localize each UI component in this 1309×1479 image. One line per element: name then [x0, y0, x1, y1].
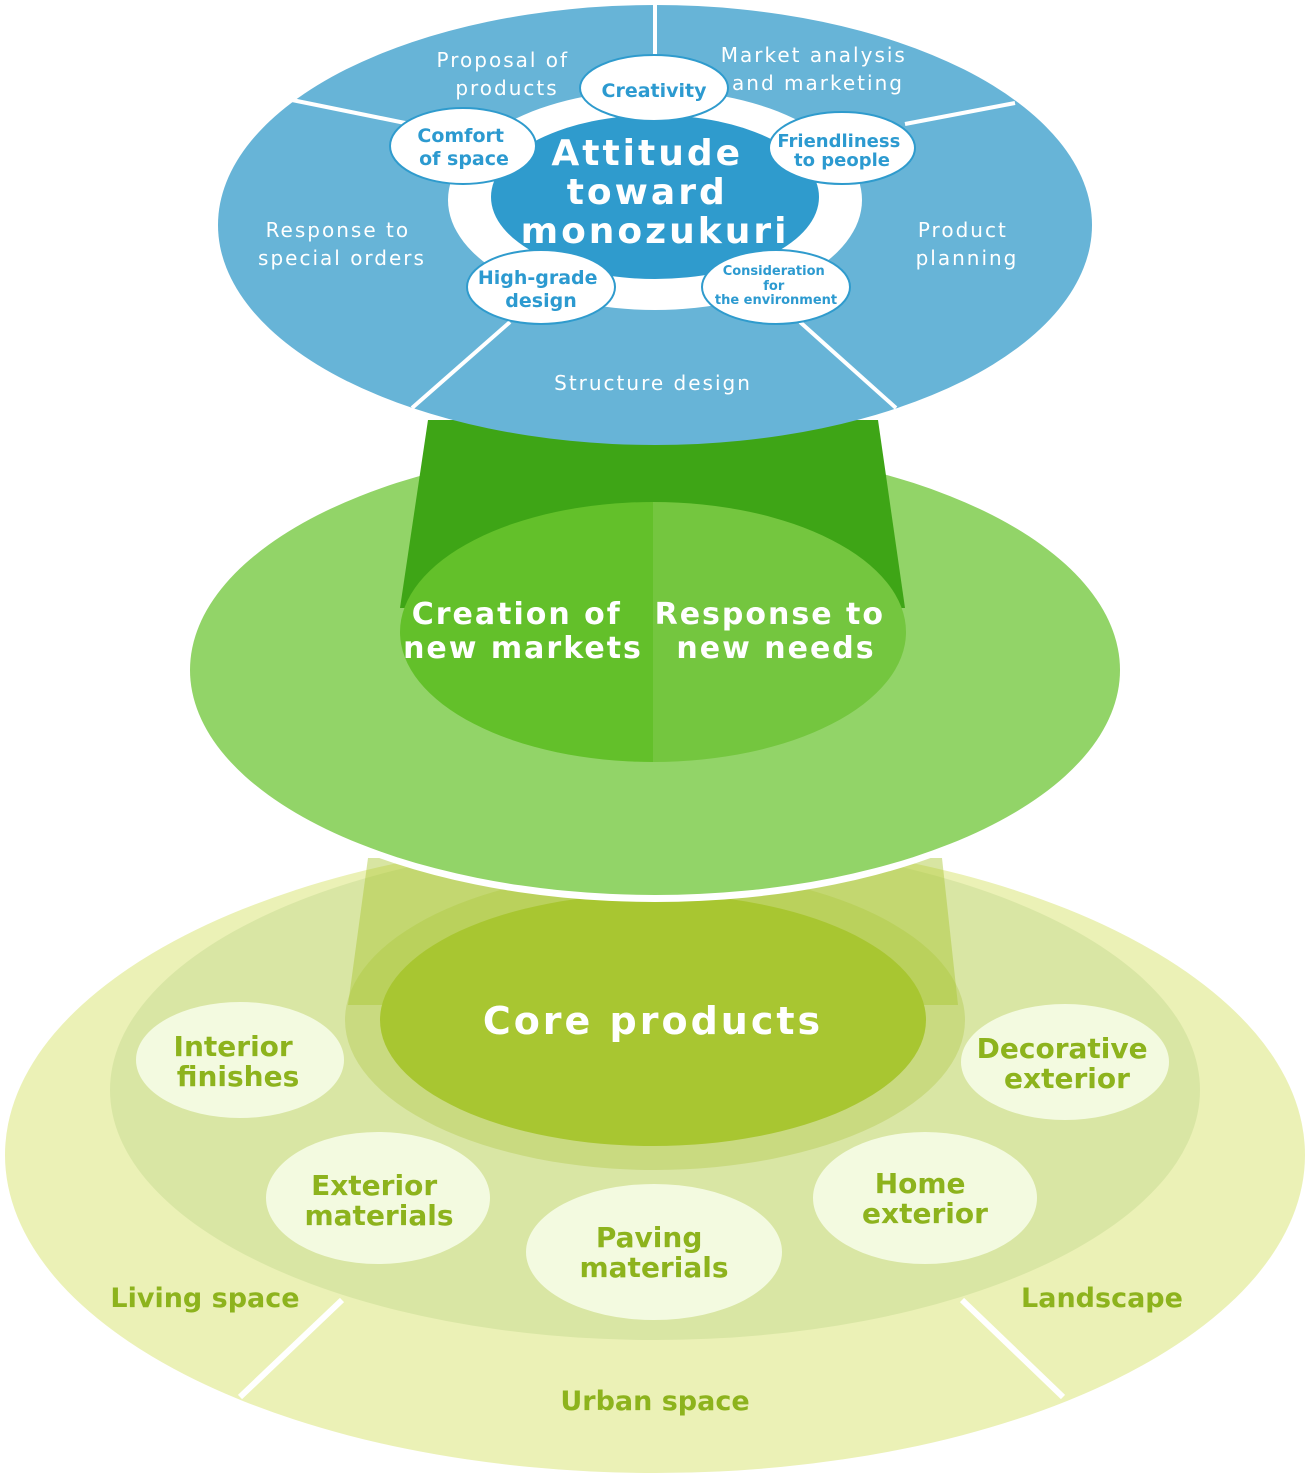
- space-living-label: Living space: [110, 1283, 299, 1314]
- value-high-grade-label: High-grade design: [478, 267, 604, 312]
- middle-layer: Creation of new markets Response to new …: [186, 420, 1124, 902]
- value-friendliness-badge: [768, 111, 916, 185]
- segment-market-label: Market analysis and marketing: [721, 43, 915, 95]
- value-creativity-label: Creativity: [602, 80, 708, 102]
- middle-left-half: [400, 502, 653, 762]
- product-interior-label: Interior finishes: [174, 1030, 303, 1093]
- bottom-layer: Core products Interior finishes Decorati…: [5, 837, 1305, 1473]
- space-urban-label: Urban space: [560, 1386, 749, 1417]
- segment-structure-label: Structure design: [554, 371, 752, 395]
- bottom-core-ellipse: [380, 894, 926, 1146]
- product-decorative-label: Decorative exterior: [977, 1032, 1158, 1095]
- core-attitude-label: Attitude toward monozukuri: [521, 133, 790, 252]
- top-divider-upper-right: [904, 101, 1016, 126]
- middle-left-label: Creation of new markets: [403, 597, 643, 666]
- product-exterior-materials-badge: [266, 1132, 490, 1264]
- top-divider-lower-left: [410, 320, 512, 410]
- top-core-ellipse: [491, 115, 819, 279]
- space-divider-left: [237, 1297, 345, 1400]
- top-layer: Attitude toward monozukuri Proposal of p…: [218, 0, 1092, 445]
- top-divider-upper-left: [291, 98, 411, 126]
- product-home-label: Home exterior: [862, 1167, 988, 1230]
- product-interior-badge: [136, 1002, 344, 1118]
- product-paving-label: Paving materials: [579, 1221, 728, 1284]
- product-decorative-badge: [961, 1004, 1169, 1120]
- product-paving-badge: [526, 1184, 782, 1320]
- segment-product-planning-label: Product planning: [916, 218, 1019, 270]
- space-landscape-label: Landscape: [1021, 1283, 1183, 1314]
- middle-right-label: Response to new needs: [655, 597, 898, 666]
- core-products-label: Core products: [483, 999, 823, 1043]
- segment-proposal-label: Proposal of products: [437, 48, 578, 100]
- middle-right-half: [653, 502, 906, 762]
- product-home-badge: [813, 1132, 1037, 1264]
- value-creativity-badge: [579, 54, 729, 122]
- top-divider-lower-right: [798, 320, 898, 410]
- value-environment-badge: [701, 249, 851, 325]
- value-high-grade-badge: [466, 249, 616, 325]
- product-exterior-materials-label: Exterior materials: [304, 1169, 453, 1232]
- value-environment-label: Consideration for the environment: [715, 264, 837, 308]
- value-comfort-label: Comfort of space: [417, 125, 510, 170]
- space-divider-right: [959, 1297, 1066, 1400]
- segment-special-orders-label: Response to special orders: [258, 218, 426, 270]
- value-friendliness-label: Friendliness to people: [777, 131, 906, 171]
- value-comfort-badge: [389, 107, 537, 185]
